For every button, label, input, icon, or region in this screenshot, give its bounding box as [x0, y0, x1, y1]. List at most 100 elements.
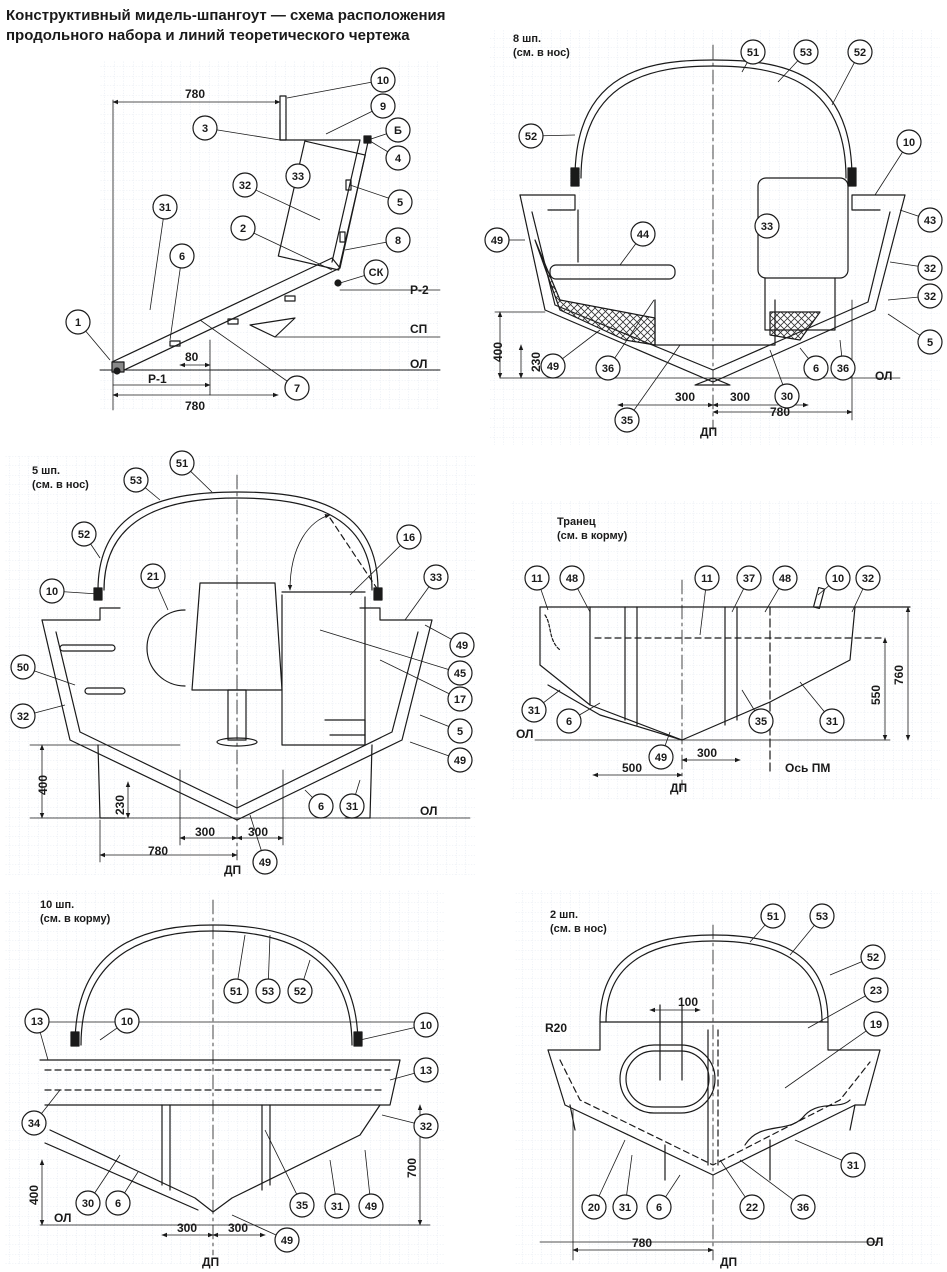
circle-callout-icon [648, 744, 674, 770]
callout-p1-7: 7 [199, 319, 310, 401]
circle-callout-icon [860, 944, 886, 970]
callout-p5-13: 13 [24, 1008, 50, 1061]
callout-number: 32 [924, 263, 936, 275]
callout-p5-10: 10 [359, 1012, 439, 1041]
callout-leader [144, 487, 161, 501]
callout-p2-49: 49 [484, 227, 525, 253]
circle-callout-icon [793, 39, 819, 65]
callout-number: 10 [832, 573, 844, 585]
callout-p3-51: 51 [169, 450, 213, 493]
callout-p5-51: 51 [223, 934, 249, 1004]
callout-leader [216, 129, 281, 141]
callout-number: 49 [365, 1201, 377, 1213]
callout-leader [614, 299, 655, 359]
callout-p2-6: 6 [799, 347, 829, 381]
callout-p6-19: 19 [784, 1011, 889, 1089]
callout-p3-49: 49 [409, 741, 473, 773]
callout-leader [319, 629, 449, 670]
circle-callout-icon [284, 375, 310, 401]
callout-p4-6: 6 [556, 702, 601, 734]
p4-label-line2: (см. в корму) [557, 530, 628, 542]
circle-callout-icon [863, 977, 889, 1003]
callout-p2-44: 44 [619, 221, 656, 266]
circle-callout-icon [385, 145, 411, 171]
callout-p1-10: 10 [286, 67, 396, 99]
callout-leader [699, 589, 706, 636]
p4-line-pm: Ось ПМ [785, 761, 830, 775]
circle-callout-icon [324, 1193, 350, 1219]
callout-p5-35: 35 [264, 1129, 315, 1218]
callout-p4-11: 11 [694, 565, 720, 636]
callout-number: 52 [294, 986, 306, 998]
callout-p5-30: 30 [75, 1154, 121, 1216]
callout-p1-33: 33 [285, 163, 311, 189]
callout-p2-53: 53 [777, 39, 819, 83]
callout-leader [169, 267, 181, 341]
p6-dim-780: 780 [632, 1236, 652, 1250]
callout-p1-5: 5 [349, 184, 413, 215]
callout-leader [157, 586, 169, 611]
callout-leader [379, 659, 450, 695]
p4-line-dp: ДП [670, 781, 687, 795]
callout-number: 13 [420, 1065, 432, 1077]
p2-label-line2: (см. в нос) [513, 47, 570, 59]
callout-leader [41, 1089, 61, 1114]
callout-p3-17: 17 [379, 659, 473, 712]
callout-leader [304, 789, 313, 798]
circle-callout-icon [739, 1194, 765, 1220]
circle-callout-icon [917, 283, 943, 309]
callout-number: 31 [847, 1160, 859, 1172]
callout-number: СК [369, 267, 384, 279]
callout-leader [404, 586, 430, 621]
circle-callout-icon [740, 39, 766, 65]
circle-callout-icon [152, 194, 178, 220]
callout-number: 13 [31, 1016, 43, 1028]
callout-p2-35: 35 [614, 344, 681, 433]
callout-number: 53 [130, 475, 142, 487]
p4-line-ol: ОЛ [516, 727, 533, 741]
callout-leader [839, 339, 843, 357]
p6-dim-r20: R20 [545, 1021, 567, 1035]
p1-dim-780-top: 780 [185, 87, 205, 101]
circle-callout-icon [308, 793, 334, 819]
callout-p3-33: 33 [404, 564, 449, 621]
p5-line-dp: ДП [202, 1255, 219, 1269]
callout-number: 43 [924, 215, 936, 227]
circle-callout-icon [917, 329, 943, 355]
callout-p3-21: 21 [140, 563, 169, 611]
callout-number: 10 [46, 586, 58, 598]
callout-leader [831, 62, 855, 106]
circle-callout-icon [803, 355, 829, 381]
callout-number: 49 [655, 752, 667, 764]
callout-number: 31 [346, 801, 358, 813]
callout-p1-1: 1 [65, 309, 111, 361]
p5-label-line2: (см. в корму) [40, 913, 111, 925]
callout-leader [34, 704, 66, 714]
circle-callout-icon [169, 450, 195, 476]
panel-frame-10 [39, 899, 431, 1256]
callout-number: 19 [870, 1019, 882, 1031]
p4-dim-550: 550 [869, 685, 883, 705]
callout-number: 51 [176, 458, 188, 470]
callout-number: 48 [566, 573, 578, 585]
callout-leader [794, 1139, 843, 1161]
callout-number: 49 [259, 857, 271, 869]
circle-callout-icon [255, 978, 281, 1004]
circle-callout-icon [385, 117, 411, 143]
callout-leader [889, 261, 919, 267]
callout-number: 45 [454, 668, 466, 680]
callout-number: 5 [457, 726, 463, 738]
circle-callout-icon [774, 383, 800, 409]
callout-p4-31: 31 [799, 681, 845, 734]
p3-dim-230: 230 [113, 795, 127, 815]
callout-p2-43: 43 [899, 207, 943, 233]
callout-number: 49 [454, 755, 466, 767]
callout-p5-6: 6 [105, 1171, 139, 1216]
callout-leader [90, 543, 101, 559]
callout-p3-16: 16 [349, 524, 422, 596]
callout-p2-32: 32 [889, 255, 943, 281]
callout-p5-31: 31 [324, 1159, 350, 1219]
